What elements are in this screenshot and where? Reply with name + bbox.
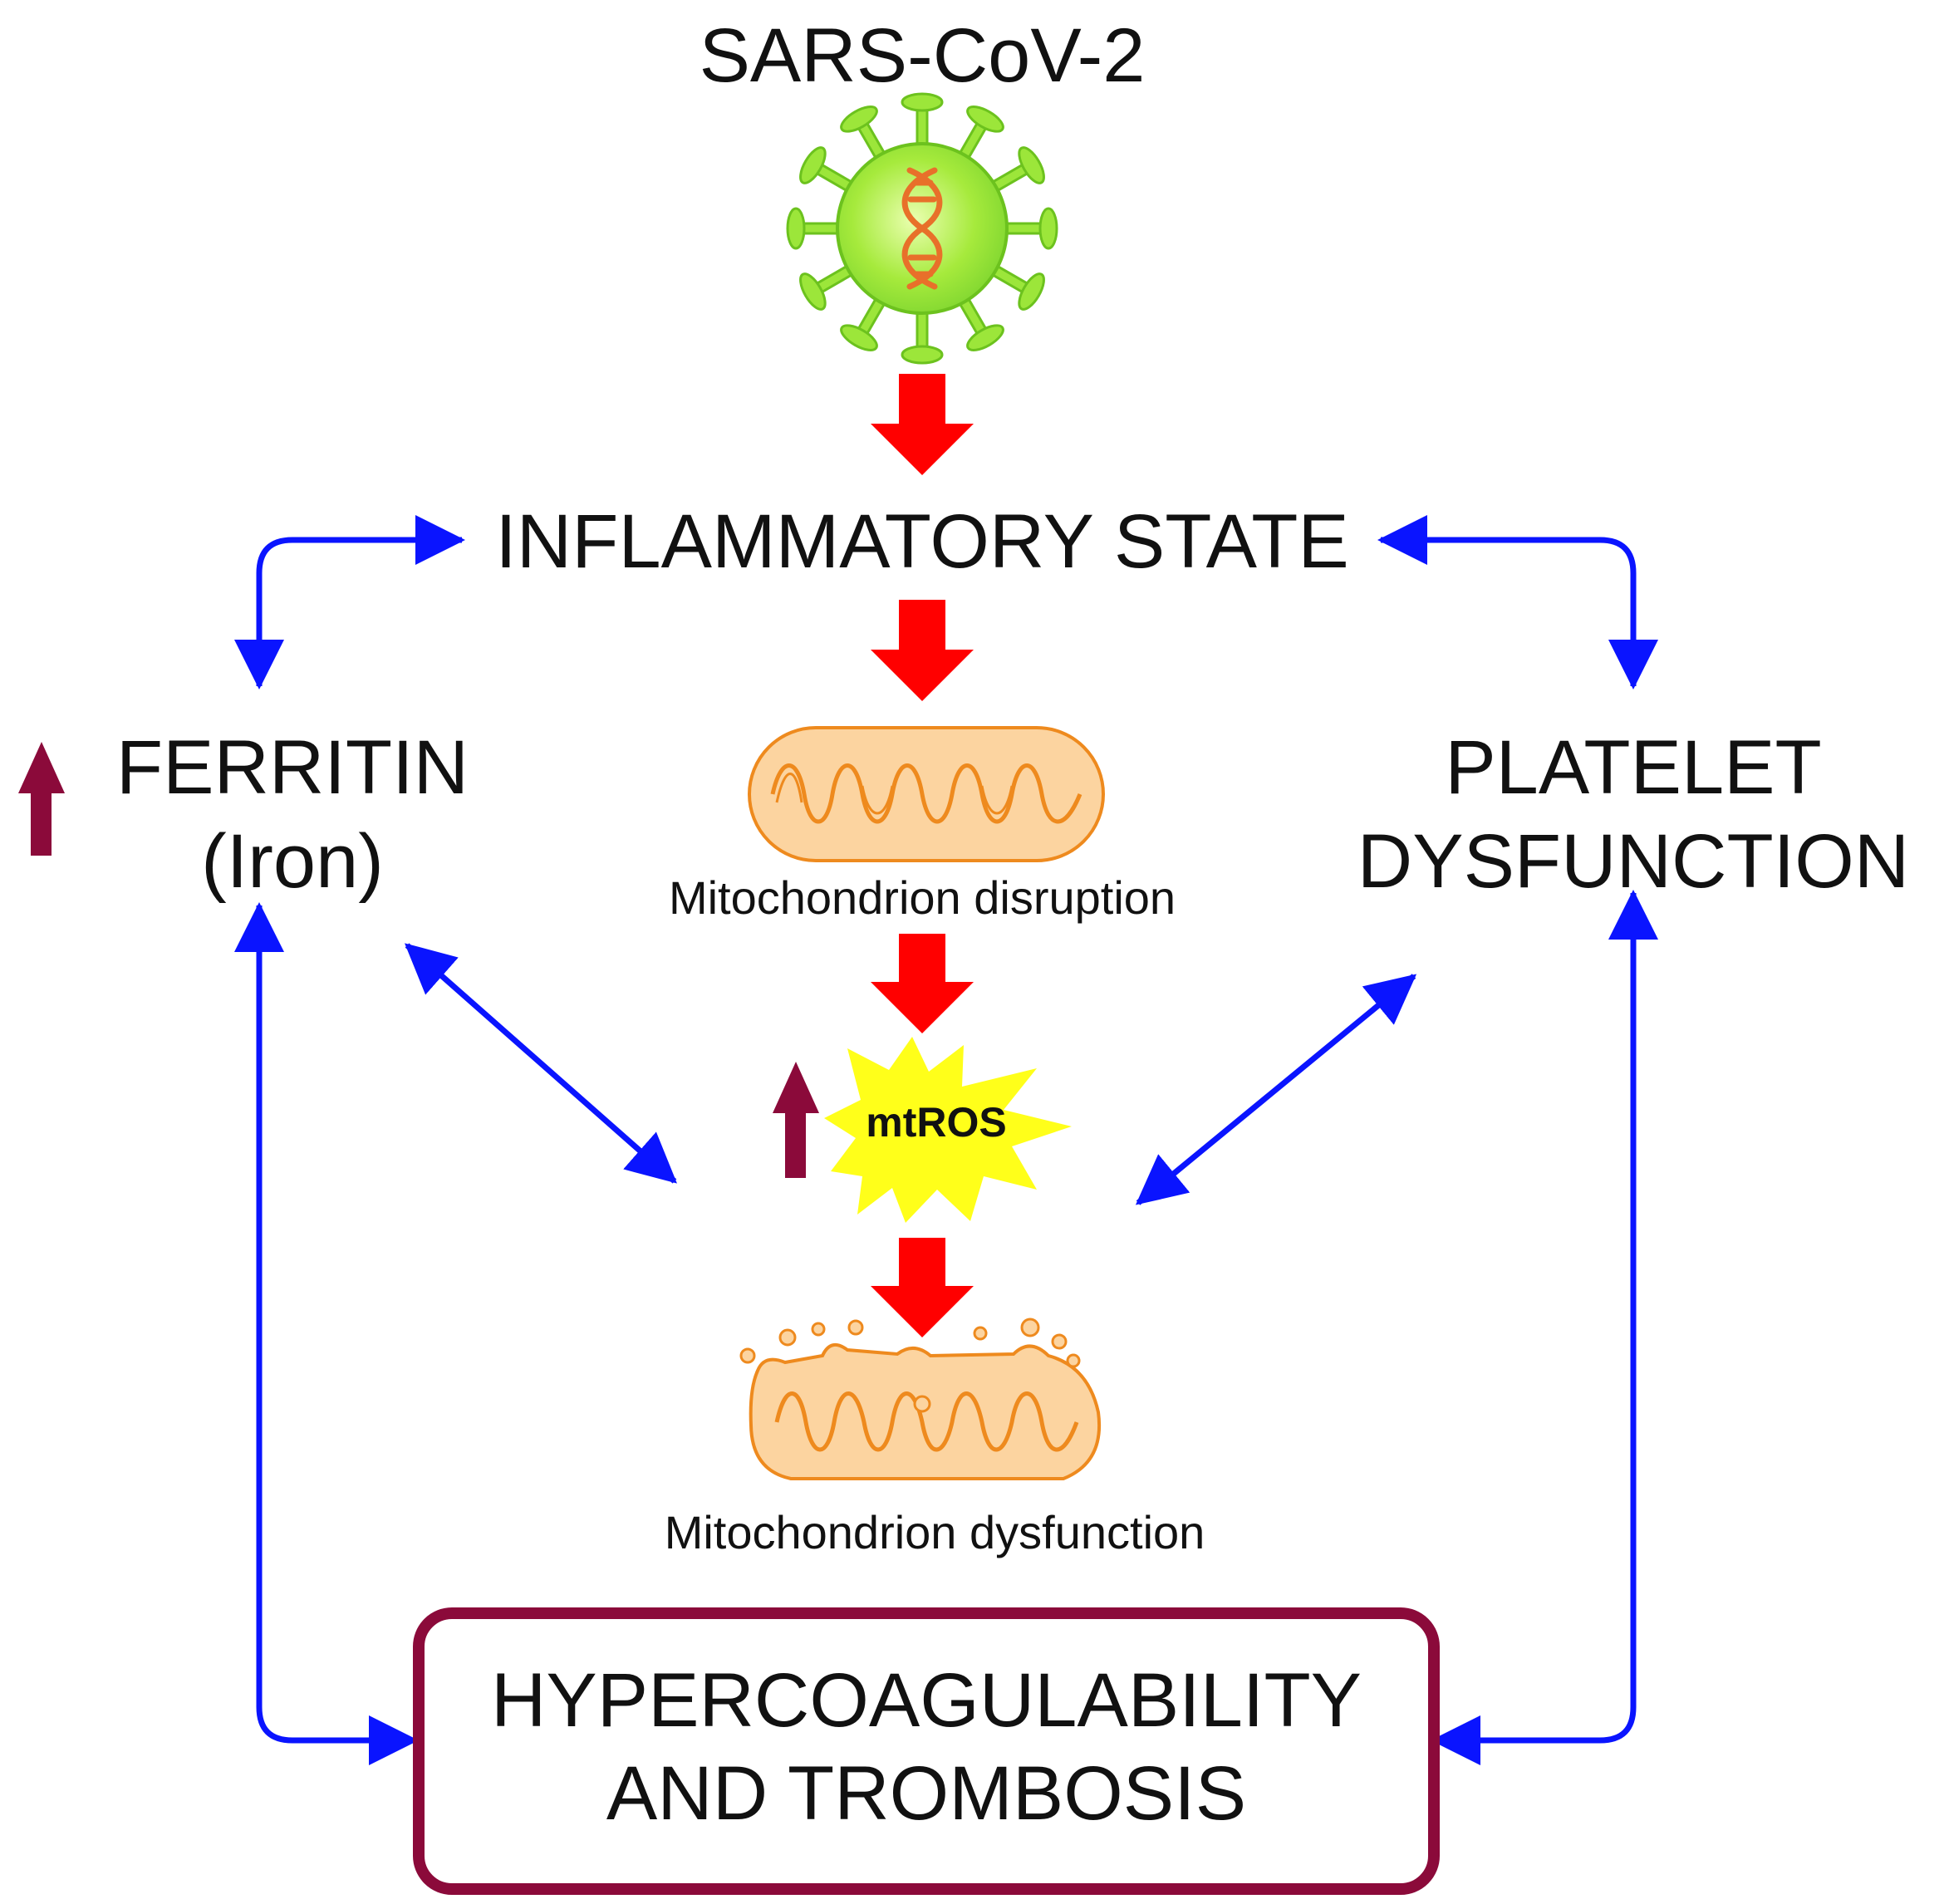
mito-disruption-label: Mitochondrion disruption: [669, 871, 1176, 924]
rna-icon: [901, 167, 943, 290]
hypercoag-box: [413, 1607, 1440, 1895]
blue-arrow-ferritin-mtros: [405, 943, 677, 1184]
ferritin-iron-label: (Iron): [201, 819, 384, 904]
red-arrow-virus-to-inflammation: [871, 374, 974, 475]
red-arrows: [871, 374, 974, 1337]
mtros-label: mtROS: [866, 1099, 1006, 1146]
ferritin-label: FERRITIN: [116, 725, 469, 810]
blue-arrow-platelet-inflammation: [1377, 515, 1658, 689]
mito-dysfunction-label: Mitochondrion dysfunction: [665, 1506, 1205, 1558]
ferritin-up-arrow-icon: [18, 742, 65, 856]
red-arrow-inflammation-to-mito: [871, 600, 974, 701]
hypercoag-label: HYPERCOAGULABILITY: [491, 1658, 1362, 1743]
trombosis-label: AND TROMBOSIS: [606, 1751, 1246, 1836]
blue-arrow-platelet-hypercoag: [1431, 890, 1658, 1765]
blue-arrow-ferritin-inflammation: [234, 515, 465, 689]
burst-icon: [824, 1037, 1072, 1223]
blue-arrows: [234, 515, 1658, 1765]
inflammatory-state-label: INFLAMMATORY STATE: [495, 499, 1349, 584]
damaged-mitochondrion-icon: [739, 1318, 1101, 1480]
virus-icon: [786, 92, 1058, 365]
platelet-label: PLATELET: [1445, 725, 1821, 810]
blue-arrow-platelet-mtros: [1135, 974, 1417, 1205]
mitochondrion-icon: [748, 726, 1105, 862]
red-arrow-mtros-to-dysfunction: [871, 1238, 974, 1337]
blue-arrow-ferritin-hypercoag: [234, 902, 419, 1765]
virus-label: SARS-CoV-2: [700, 13, 1146, 98]
mtros-up-arrow-icon: [773, 1062, 819, 1178]
platelet-dysfunction-label: DYSFUNCTION: [1357, 819, 1909, 904]
red-arrow-mito-to-mtros: [871, 934, 974, 1033]
